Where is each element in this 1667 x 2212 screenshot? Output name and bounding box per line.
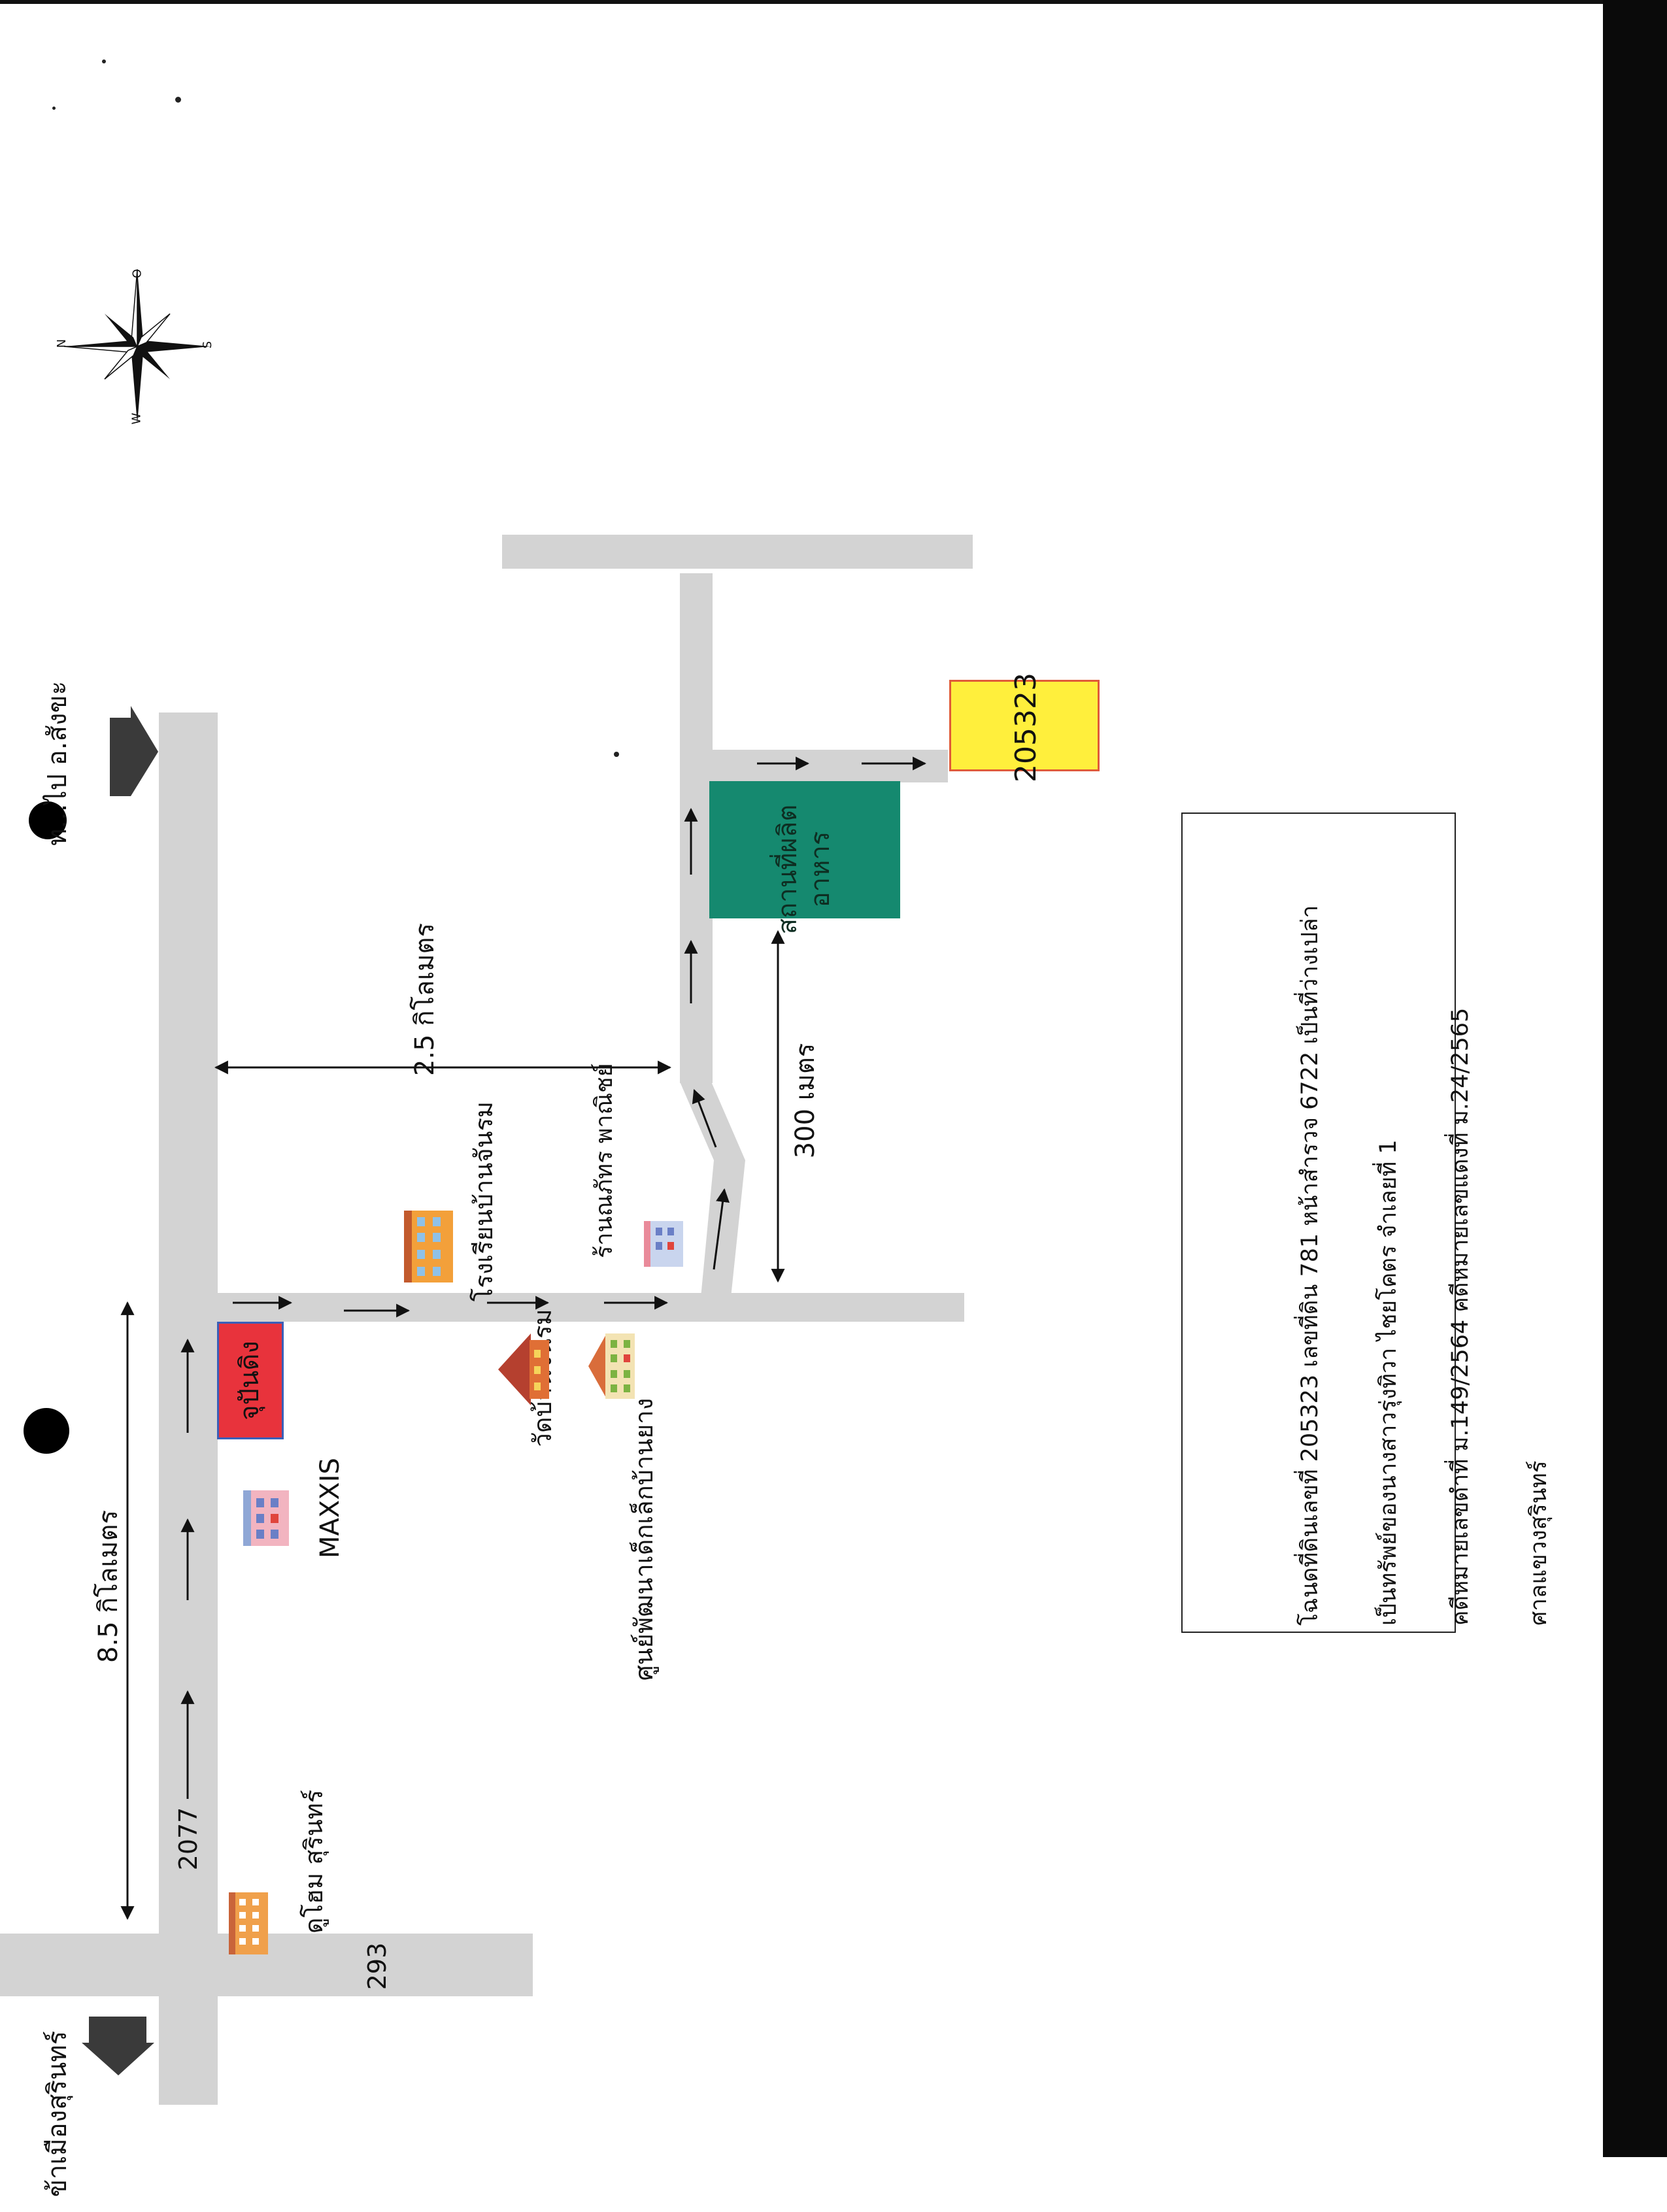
- childcare-building-icon: [588, 1333, 635, 1399]
- info-line-3: คดีหมายเลขดำที่ ม.149/2564 คดีหมายเลขแดง…: [1447, 1007, 1473, 1626]
- route-layer: [120, 756, 927, 1920]
- punch-hole-mid: [24, 1408, 69, 1454]
- info-box: โฉนดที่ดินเลขที่ 205323 เลขที่ดิน 781 หน…: [1181, 813, 1552, 1633]
- maxxis-building-icon: [243, 1490, 289, 1546]
- to-sangkha-arrow-icon: [110, 706, 158, 796]
- punch-hole-top: [29, 801, 67, 839]
- scan-top-edge: [0, 0, 1603, 4]
- to-surin-arrow-icon: [82, 2017, 154, 2075]
- compass-rose-icon: [63, 269, 210, 424]
- scan-speck: [175, 97, 181, 103]
- shop-building-icon: [644, 1221, 683, 1267]
- info-line-2: เป็นทรัพย์ของนางสาวรุ่งทิวา ไชยโคตร จำเล…: [1375, 1139, 1402, 1626]
- scan-speck: [614, 752, 619, 757]
- info-line-1: โฉนดที่ดินเลขที่ 205323 เลขที่ดิน 781 หน…: [1297, 905, 1323, 1626]
- temple-icon: [498, 1333, 549, 1405]
- direction-arrows-layer: [82, 706, 158, 2075]
- scan-right-edge: [1603, 0, 1667, 2157]
- factory-plot: สถานที่ผลิต อาหาร: [709, 781, 900, 934]
- road-side-lane: [706, 750, 948, 782]
- scan-speck: [102, 59, 106, 63]
- route-arrow: [692, 1089, 717, 1148]
- road-branch: [209, 1293, 964, 1322]
- land-plot-205323: 205323: [949, 673, 1100, 782]
- road-top-bar: [502, 535, 973, 569]
- road-north-lane: [680, 573, 713, 1083]
- doohome-building-icon: [229, 1892, 268, 1954]
- route-arrow: [713, 1188, 730, 1270]
- info-line-4: ศาลแขวงสุรินทร์: [1526, 1460, 1552, 1626]
- school-building-icon: [404, 1211, 453, 1282]
- junpanding-marker: จุปันดิง: [217, 1322, 284, 1439]
- road-bend: [680, 1082, 745, 1298]
- scan-speck: [52, 107, 56, 110]
- road-bend-layer: [680, 1082, 745, 1298]
- landmark-icons-layer: [229, 1211, 683, 1954]
